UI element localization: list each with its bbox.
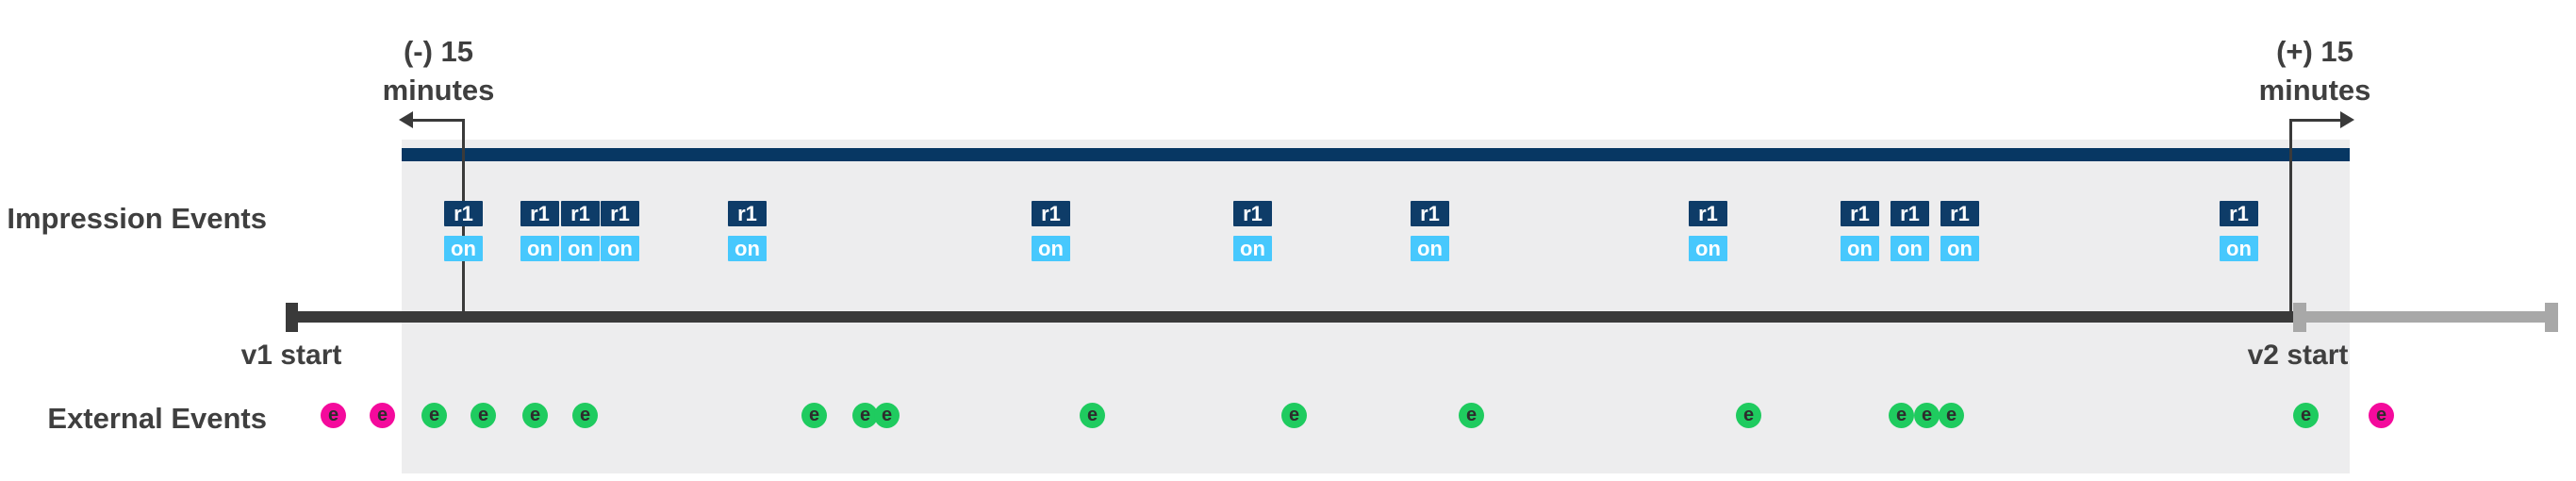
- left-arrow-icon: [399, 111, 413, 128]
- plus-15-arrow-shaft: [2291, 119, 2342, 122]
- impression-event-column: r1 on: [444, 201, 483, 261]
- impression-status-box: on: [728, 236, 767, 261]
- impression-tag-box: r1: [2220, 201, 2258, 226]
- impression-tag-box: r1: [1940, 201, 1979, 226]
- external-event-dot-magenta: e: [370, 403, 395, 428]
- v2-start-cap: [2293, 303, 2306, 332]
- v2-timeline-bar: [2293, 311, 2546, 323]
- impression-tag-box: r1: [601, 201, 639, 226]
- impression-status-box: on: [1841, 236, 1879, 261]
- impression-status-box: on: [1233, 236, 1272, 261]
- impression-events-row-label: Impression Events: [7, 202, 267, 235]
- external-event-dot-green: e: [2293, 403, 2319, 428]
- impression-tag-box: r1: [1233, 201, 1272, 226]
- impression-event-column: r1 on: [601, 201, 639, 261]
- external-event-dot-green: e: [874, 403, 900, 428]
- external-event-dot-green: e: [1939, 403, 1964, 428]
- impression-tag-box: r1: [1032, 201, 1070, 226]
- plus-15-minutes-label: (+) 15 minutes: [2197, 32, 2433, 109]
- external-events-row-label: External Events: [47, 402, 267, 435]
- impression-status-box: on: [601, 236, 639, 261]
- right-arrow-icon: [2340, 111, 2354, 128]
- impression-status-box: on: [2220, 236, 2258, 261]
- minus-15-line1: (-) 15: [403, 35, 474, 68]
- external-event-dot-green: e: [852, 403, 878, 428]
- plus-15-boundary-line: [2289, 119, 2292, 312]
- external-event-dot-green: e: [572, 403, 598, 428]
- external-event-dot-green: e: [1914, 403, 1940, 428]
- impression-tag-box: r1: [1841, 201, 1879, 226]
- impression-event-column: r1 on: [1411, 201, 1449, 261]
- impression-event-column: r1 on: [1233, 201, 1272, 261]
- impression-event-column: r1 on: [520, 201, 559, 261]
- impression-tag-box: r1: [444, 201, 483, 226]
- impression-event-column: r1 on: [561, 201, 600, 261]
- impression-event-column: r1 on: [1689, 201, 1727, 261]
- impression-status-box: on: [561, 236, 600, 261]
- impression-event-column: r1 on: [728, 201, 767, 261]
- v1-start-label: v1 start: [240, 340, 342, 371]
- impression-status-box: on: [1891, 236, 1929, 261]
- minus-15-minutes-label: (-) 15 minutes: [321, 32, 556, 109]
- impression-event-column: r1 on: [2220, 201, 2258, 261]
- impression-tag-box: r1: [1689, 201, 1727, 226]
- external-event-dot-green: e: [421, 403, 447, 428]
- impression-tag-box: r1: [1411, 201, 1449, 226]
- external-event-dot-green: e: [801, 403, 827, 428]
- external-event-dot-green: e: [522, 403, 548, 428]
- impression-tag-box: r1: [728, 201, 767, 226]
- impression-tag-box: r1: [561, 201, 600, 226]
- experiment-duration-bar: [402, 148, 2350, 161]
- plus-15-line1: (+) 15: [2276, 35, 2353, 68]
- v1-timeline-bar: [286, 311, 2293, 323]
- impression-status-box: on: [444, 236, 483, 261]
- external-event-dot-green: e: [1281, 403, 1307, 428]
- external-event-dot-green: e: [1736, 403, 1761, 428]
- impression-status-box: on: [1940, 236, 1979, 261]
- impression-event-column: r1 on: [1891, 201, 1929, 261]
- impression-status-box: on: [1689, 236, 1727, 261]
- impression-event-column: r1 on: [1841, 201, 1879, 261]
- external-event-dot-magenta: e: [2369, 403, 2394, 428]
- external-event-dot-green: e: [1459, 403, 1484, 428]
- impression-status-box: on: [520, 236, 559, 261]
- external-event-dot-magenta: e: [321, 403, 346, 428]
- external-event-dot-green: e: [471, 403, 496, 428]
- minus-15-arrow-shaft: [412, 119, 464, 122]
- impression-tag-box: r1: [520, 201, 559, 226]
- impression-event-column: r1 on: [1940, 201, 1979, 261]
- observation-window-panel: [402, 140, 2350, 473]
- impression-tag-box: r1: [1891, 201, 1929, 226]
- external-event-dot-green: e: [1080, 403, 1105, 428]
- plus-15-line2: minutes: [2258, 74, 2371, 107]
- external-event-dot-green: e: [1889, 403, 1914, 428]
- impression-status-box: on: [1411, 236, 1449, 261]
- impression-status-box: on: [1032, 236, 1070, 261]
- impression-event-column: r1 on: [1032, 201, 1070, 261]
- v2-start-label: v2 start: [2247, 340, 2349, 371]
- timeline-end-cap: [2545, 303, 2558, 332]
- minus-15-line2: minutes: [382, 74, 495, 107]
